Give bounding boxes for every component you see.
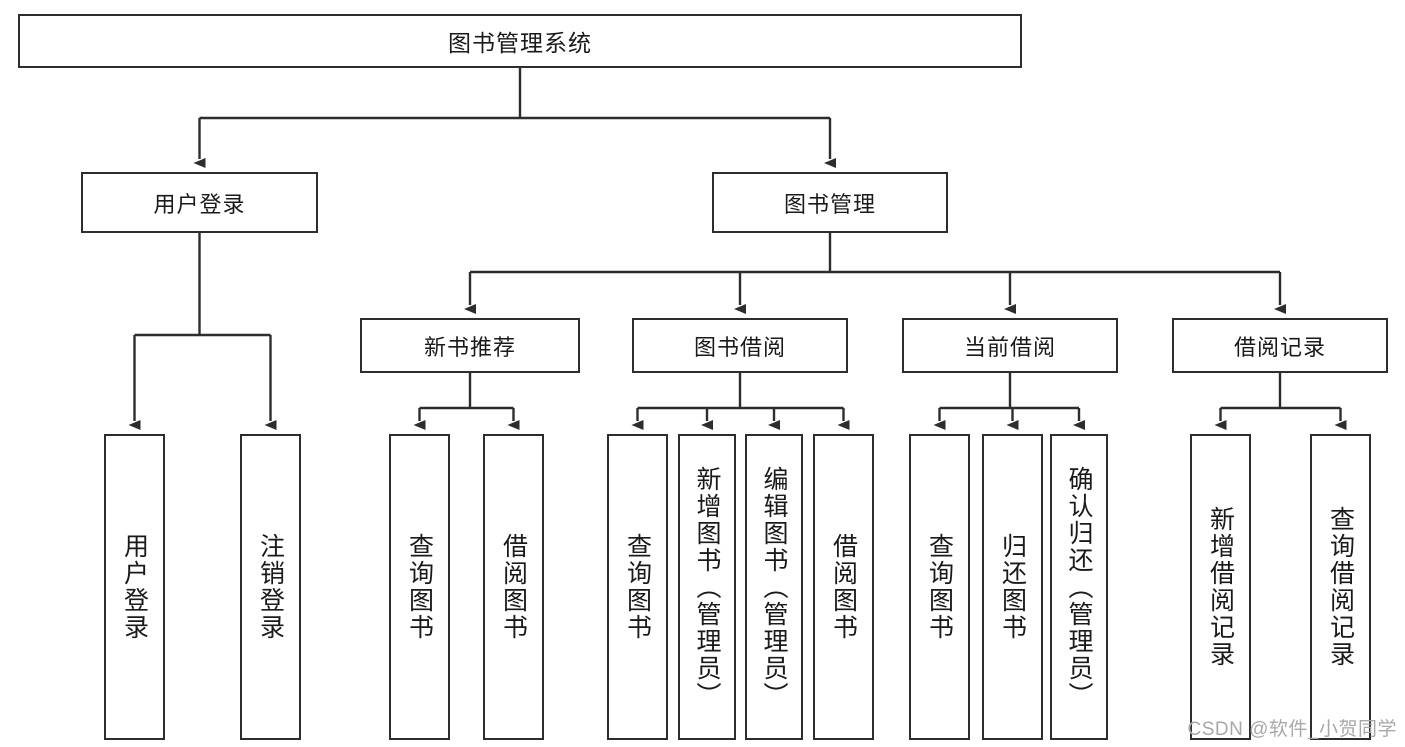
node-leaf-edit-book[interactable]: 编辑图书（管理员）	[745, 434, 803, 740]
node-label: 新书推荐	[423, 334, 516, 360]
node-label: 借阅记录	[1233, 334, 1326, 360]
node-leaf-user-logout[interactable]: 注销登录	[240, 434, 301, 740]
node-book-manage[interactable]: 图书管理	[712, 172, 948, 233]
node-leaf-add-record[interactable]: 新增借阅记录	[1190, 434, 1251, 740]
node-label: 注销登录	[256, 533, 285, 641]
node-label: 查询借阅记录	[1326, 506, 1355, 668]
node-leaf-query-book-2[interactable]: 查询图书	[607, 434, 668, 740]
node-book-borrow[interactable]: 图书借阅	[632, 318, 848, 373]
node-leaf-query-book-1[interactable]: 查询图书	[389, 434, 450, 740]
node-leaf-query-record[interactable]: 查询借阅记录	[1310, 434, 1371, 740]
node-leaf-user-login[interactable]: 用户登录	[104, 434, 165, 740]
node-leaf-borrow-book-1[interactable]: 借阅图书	[483, 434, 544, 740]
node-label: 用户登录	[120, 533, 149, 641]
node-label: 借阅图书	[829, 533, 858, 641]
node-label: 归还图书	[998, 533, 1027, 641]
node-label: 查询图书	[623, 533, 652, 641]
node-label: 图书借阅	[693, 334, 786, 360]
node-leaf-add-book[interactable]: 新增图书（管理员）	[678, 434, 736, 740]
node-borrow-record[interactable]: 借阅记录	[1172, 318, 1388, 373]
node-label: 确认归还（管理员）	[1065, 465, 1093, 709]
node-label: 当前借阅	[963, 334, 1056, 360]
node-label: 新增图书（管理员）	[693, 465, 721, 709]
node-new-book-recommend[interactable]: 新书推荐	[360, 318, 580, 373]
node-current-borrow[interactable]: 当前借阅	[902, 318, 1118, 373]
node-label: 查询图书	[405, 533, 434, 641]
node-label: 图书管理系统	[448, 30, 592, 56]
node-user-login[interactable]: 用户登录	[81, 172, 318, 233]
watermark-text: CSDN @软件_小贺同学	[1187, 719, 1397, 740]
node-root-system[interactable]: 图书管理系统	[18, 14, 1022, 68]
node-leaf-return-book[interactable]: 归还图书	[982, 434, 1043, 740]
node-label: 查询图书	[925, 533, 954, 641]
node-leaf-borrow-book-2[interactable]: 借阅图书	[813, 434, 874, 740]
node-label: 新增借阅记录	[1206, 506, 1235, 668]
node-leaf-confirm-return[interactable]: 确认归还（管理员）	[1050, 434, 1108, 740]
node-label: 借阅图书	[499, 533, 528, 641]
node-leaf-query-book-3[interactable]: 查询图书	[909, 434, 970, 740]
node-label: 图书管理	[783, 191, 876, 217]
node-label: 用户登录	[153, 191, 246, 217]
node-label: 编辑图书（管理员）	[760, 465, 788, 709]
